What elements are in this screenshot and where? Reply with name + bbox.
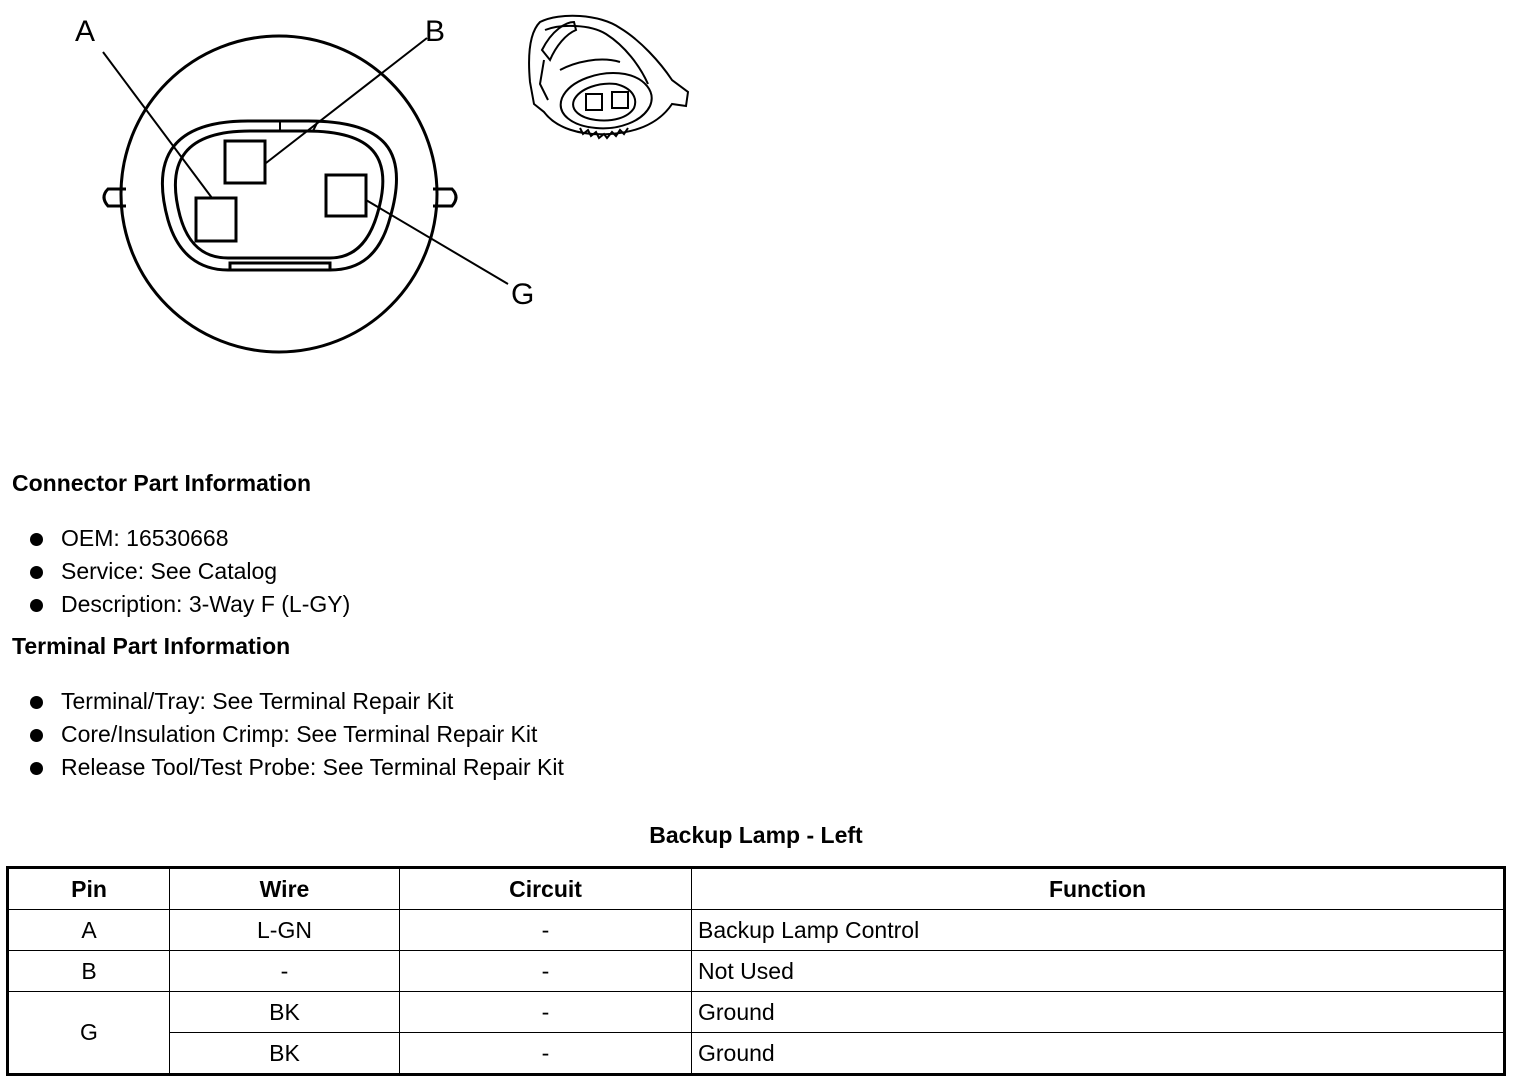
- leader-line-b: [265, 37, 428, 164]
- bullet-icon: [30, 762, 43, 775]
- list-item: Release Tool/Test Probe: See Terminal Re…: [28, 751, 564, 784]
- cell-pin: G: [7, 991, 170, 1075]
- cell-wire: BK: [169, 991, 400, 1033]
- table-row: A L-GN - Backup Lamp Control: [7, 909, 1505, 951]
- table-row: G BK - Ground: [7, 991, 1505, 1075]
- header-pin: Pin: [7, 867, 170, 910]
- cell-pin: B: [7, 950, 170, 992]
- pin-label-g: G: [511, 278, 534, 311]
- cell-circuit: -: [399, 991, 692, 1033]
- list-item: Terminal/Tray: See Terminal Repair Kit: [28, 685, 564, 718]
- pinout-table: Pin Wire Circuit Function A L-GN - Backu…: [6, 866, 1506, 1076]
- cell-function: Not Used: [691, 950, 1505, 992]
- list-item: Description: 3-Way F (L-GY): [28, 588, 350, 621]
- connector-info-title: Connector Part Information: [12, 470, 312, 496]
- terminal-cavity-g: [324, 173, 368, 218]
- connector-cavity-inner: [173, 129, 385, 260]
- cell-circuit: -: [399, 1032, 692, 1075]
- cell-pin: A: [7, 909, 170, 951]
- cell-circuit: -: [399, 909, 692, 951]
- connector-left-tab: [102, 187, 126, 208]
- leader-line-a: [102, 51, 213, 199]
- connector-3d-illustration: [528, 14, 690, 140]
- bullet-icon: [30, 566, 43, 579]
- connector-right-tab: [433, 187, 458, 208]
- list-item: OEM: 16530668: [28, 522, 350, 555]
- terminal-cavity-a: [194, 196, 238, 243]
- terminal-info-list: Terminal/Tray: See Terminal Repair Kit C…: [28, 685, 564, 784]
- header-wire: Wire: [169, 867, 400, 910]
- bullet-icon: [30, 729, 43, 742]
- bullet-icon: [30, 696, 43, 709]
- list-item: Service: See Catalog: [28, 555, 350, 588]
- cell-function: Ground: [691, 1032, 1505, 1075]
- connector-info-oem: OEM: 16530668: [61, 525, 229, 551]
- leader-line-g: [365, 199, 509, 285]
- connector-info-service: Service: See Catalog: [61, 558, 278, 584]
- terminal-cavity-b: [223, 139, 267, 185]
- table-row: B - - Not Used: [7, 950, 1505, 992]
- list-item: Core/Insulation Crimp: See Terminal Repa…: [28, 718, 564, 751]
- table-row: BK - Ground: [8, 1032, 1505, 1075]
- cell-function: Backup Lamp Control: [691, 909, 1505, 951]
- connector-face-diagram: A B G: [75, 14, 690, 354]
- table-title: Backup Lamp - Left: [649, 822, 863, 848]
- header-function: Function: [691, 867, 1505, 910]
- cell-wire: -: [169, 950, 400, 992]
- table-header-row: Pin Wire Circuit Function: [7, 867, 1505, 910]
- connector-info-list: OEM: 16530668 Service: See Catalog Descr…: [28, 522, 350, 621]
- terminal-info-tray: Terminal/Tray: See Terminal Repair Kit: [61, 688, 454, 714]
- terminal-info-crimp: Core/Insulation Crimp: See Terminal Repa…: [61, 721, 538, 747]
- bullet-icon: [30, 599, 43, 612]
- cell-wire: BK: [169, 1032, 400, 1075]
- terminal-info-title: Terminal Part Information: [12, 633, 291, 659]
- cell-function: Ground: [691, 991, 1505, 1033]
- pin-label-a: A: [75, 15, 95, 48]
- connector-outer-ring: [119, 34, 439, 354]
- cell-wire: L-GN: [169, 909, 400, 951]
- cell-circuit: -: [399, 950, 692, 992]
- bullet-icon: [30, 533, 43, 546]
- header-circuit: Circuit: [399, 867, 692, 910]
- terminal-info-release-tool: Release Tool/Test Probe: See Terminal Re…: [61, 754, 564, 780]
- pin-label-b: B: [425, 15, 445, 48]
- connector-info-description: Description: 3-Way F (L-GY): [61, 591, 351, 617]
- connector-bottom-key: [228, 261, 332, 270]
